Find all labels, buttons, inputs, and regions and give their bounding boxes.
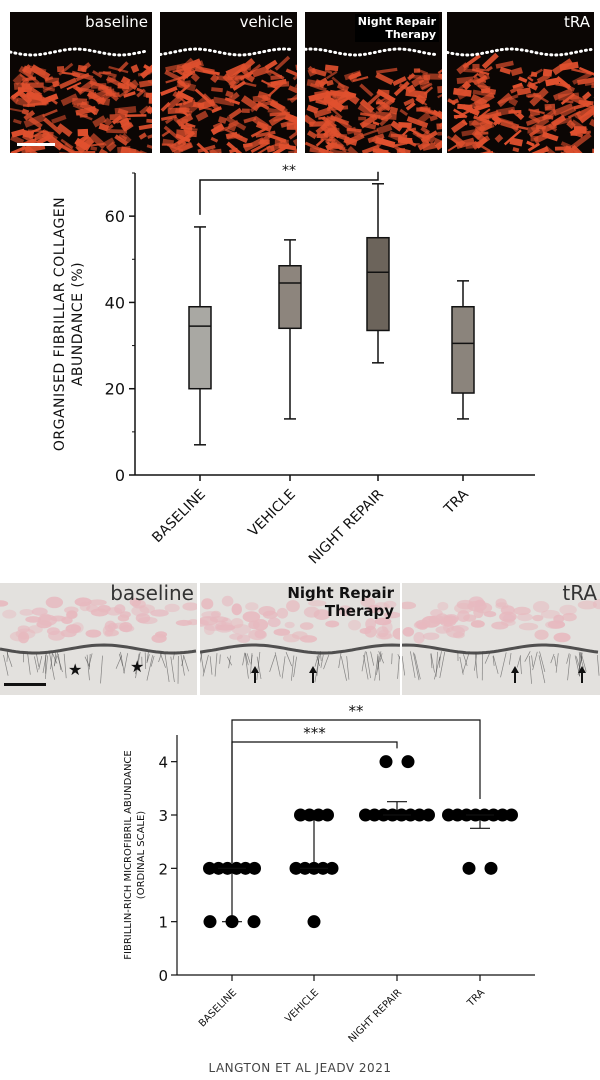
data-point [484, 861, 498, 875]
y-tick-label: 3 [158, 807, 168, 825]
x-tick-label: VEHICLE [283, 987, 321, 1025]
y-tick-label: 0 [158, 967, 168, 985]
data-point [312, 808, 325, 822]
data-point [379, 755, 393, 769]
data-point [289, 861, 303, 875]
scale-bar [4, 683, 46, 686]
x-tick-label: BASELINE [149, 487, 209, 547]
micrograph-label: baseline [85, 13, 148, 31]
collagen-micrograph-tile: baseline [10, 12, 152, 153]
data-point [368, 808, 381, 822]
epidermal-boundary-line [447, 47, 593, 57]
box-body [278, 265, 302, 330]
x-tick-label: NIGHT REPAIR [347, 987, 405, 1045]
data-point [247, 915, 261, 929]
significance-bracket [231, 741, 398, 863]
data-point [496, 808, 509, 822]
x-tick-label: TRA [441, 486, 473, 518]
data-point [303, 808, 316, 822]
micrograph-label: tRA [562, 583, 597, 605]
collagen-micrograph-tile: vehicle [160, 12, 297, 153]
collagen-micrograph-tile: Night Repair Therapy [305, 12, 442, 153]
data-point [203, 915, 217, 929]
y-tick-label: 40 [105, 293, 125, 312]
arrow-head [309, 666, 317, 673]
data-point [422, 808, 435, 822]
data-point [203, 861, 216, 875]
data-point [401, 755, 415, 769]
data-point [321, 808, 334, 822]
scale-bar [17, 143, 55, 146]
y-tick-label: 4 [158, 754, 168, 772]
arrow-head [251, 666, 259, 673]
box-body [366, 236, 390, 332]
data-point [248, 861, 261, 875]
y-tick-label: 20 [105, 380, 125, 399]
data-point [505, 808, 518, 822]
collagen-micrograph-strip: baseline vehicle Night Repair Therapy tRA [0, 0, 600, 155]
collagen-micrograph-tile: tRA [447, 12, 594, 153]
epidermal-boundary-line [305, 47, 439, 57]
y-tick-label: 0 [115, 466, 125, 485]
epidermal-boundary-line [160, 47, 294, 57]
collagen-stain-texture [10, 47, 152, 153]
significance-label: ** [282, 163, 296, 179]
dermal-junction-line [0, 643, 197, 655]
dermal-junction-line [402, 643, 599, 655]
y-tick-label: 1 [158, 914, 168, 932]
significance-bracket [199, 171, 379, 215]
x-tick-label: NIGHT REPAIR [306, 486, 387, 567]
x-tick-label: VEHICLE [245, 487, 298, 540]
micrograph-label: baseline [110, 583, 194, 605]
arrow-head [578, 666, 586, 673]
micrograph-label: vehicle [239, 13, 293, 31]
dermal-junction-line [200, 643, 400, 655]
microfibril-stain-texture [200, 595, 400, 683]
microfibril-micrograph-tile: Night Repair Therapy [200, 583, 400, 695]
box-body [451, 305, 475, 394]
collagen-stain-texture [447, 47, 594, 153]
significance-label: ** [349, 702, 365, 720]
significance-label: *** [303, 724, 326, 742]
micrograph-label: Night Repair Therapy [354, 14, 439, 42]
data-point [307, 915, 321, 929]
microfibril-micrograph-tile: ★★baseline [0, 583, 197, 695]
x-tick-label: BASELINE [197, 987, 239, 1029]
y-axis-label: FIBRILLIN-RICH MICROFIBRIL ABUNDANCE(ORD… [123, 750, 147, 959]
microfibril-micrograph-tile: tRA [402, 583, 600, 695]
y-tick-label: 2 [158, 860, 168, 878]
collagen-stain-texture [305, 47, 442, 153]
data-point [462, 861, 476, 875]
micrograph-label: Night Repair Therapy [287, 584, 394, 620]
epidermal-boundary-line [10, 47, 150, 57]
citation: LANGTON ET AL JEADV 2021 [208, 1061, 392, 1075]
microfibril-stain-texture [402, 596, 600, 684]
x-tick-label: TRA [465, 987, 487, 1009]
collagen-stain-texture [160, 47, 297, 153]
star-marker: ★ [68, 660, 82, 679]
box-body [188, 305, 212, 390]
data-point [451, 808, 464, 822]
y-tick-label: 60 [105, 207, 125, 226]
data-point [442, 808, 455, 822]
microfibril-scatter-plot: 0 1 2 3 4 FIBRILLIN-RICH MICROFIBRIL ABUNDANC… [123, 702, 535, 1045]
data-point [325, 861, 339, 875]
data-point [294, 808, 307, 822]
data-point [413, 808, 426, 822]
data-point [225, 915, 239, 929]
arrow-head [511, 666, 519, 673]
micrograph-label: tRA [564, 13, 590, 31]
data-point [359, 808, 372, 822]
star-marker: ★ [130, 657, 144, 676]
microfibril-stain-texture: ★★ [0, 596, 197, 686]
